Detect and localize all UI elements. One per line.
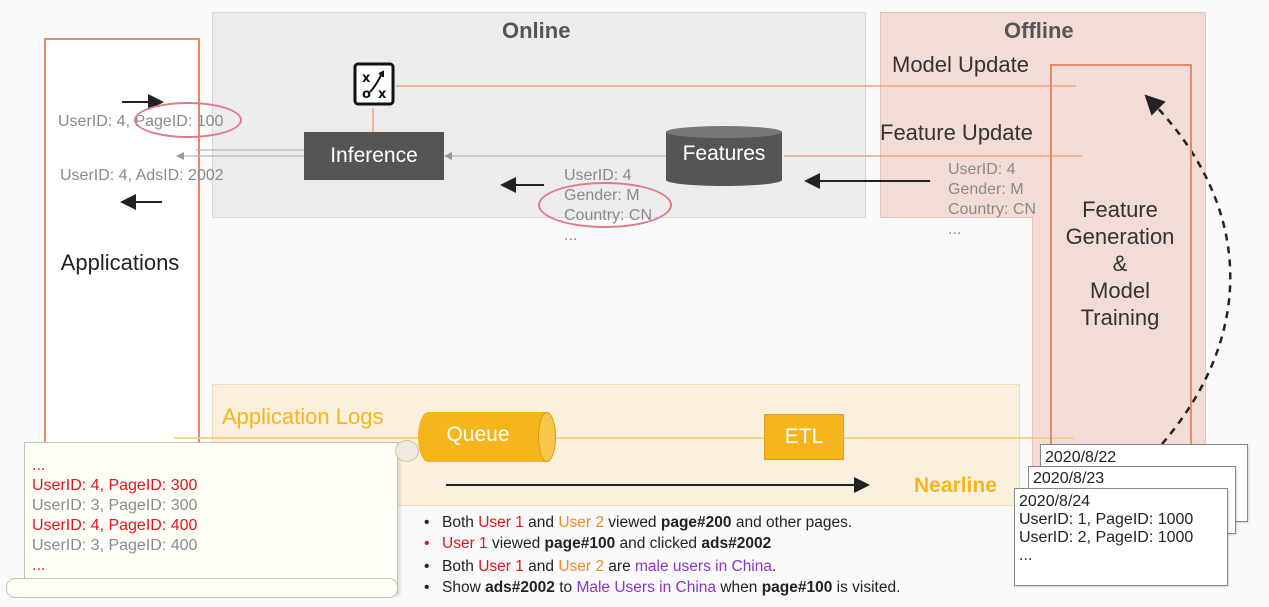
gender-country-highlight [538,182,672,228]
log-line: UserID: 3, PageID: 300 [32,497,198,514]
bullet-2: User 1 viewed page#100 and clicked ads#2… [424,533,900,554]
log-page-0824: 2020/8/24 UserID: 1, PageID: 1000 UserID… [1014,488,1228,586]
feature-update-label: Feature Update [880,120,1033,145]
inference-box: Inference [304,132,444,180]
bullet-4: Show ads#2002 to Male Users in China whe… [424,577,900,598]
pageid-highlight [134,102,242,138]
queue-label: Queue [446,423,510,446]
queue-cylinder: Queue [418,412,556,462]
log-line: ... [1019,547,1033,564]
offline-feature-values: UserID: 4 Gender: M Country: CN ... [948,161,1037,238]
etl-box: ETL [764,414,844,460]
features-label: Features [682,142,766,165]
bullet-3: Both User 1 and User 2 are male users in… [424,556,900,577]
svg-text:x: x [362,71,371,86]
applications-label: Applications [60,250,180,275]
log-line: UserID: 1, PageID: 1000 [1019,511,1194,528]
nearline-title: Nearline [914,474,997,497]
svg-text:o: o [362,87,371,102]
log-line: UserID: 2, PageID: 1000 [1019,529,1194,546]
training-label: Feature Generation & Model Training [1065,197,1175,330]
log-line: UserID: 3, PageID: 400 [32,537,198,554]
model-update-label: Model Update [892,52,1029,77]
log-line: UserID: 4, PageID: 300 [32,477,198,494]
strategy-board-icon: x o x [352,62,396,106]
scroll-curl-bottom [6,578,398,598]
insight-bullets: Both User 1 and User 2 viewed page#200 a… [424,512,900,598]
application-logs-title: Application Logs [222,404,384,429]
log-line: UserID: 4, PageID: 400 [32,517,198,534]
svg-text:x: x [378,87,387,102]
training-feedback-curve [1144,94,1232,445]
offline-title: Offline [1004,18,1074,43]
features-database: Features [666,126,782,186]
scroll-curl-top [395,440,419,462]
scroll-log-lines: ... UserID: 4, PageID: 300 UserID: 3, Pa… [32,456,197,576]
bullet-1: Both User 1 and User 2 viewed page#200 a… [424,512,900,533]
log-line: ... [32,457,46,474]
log-line: ... [32,557,46,574]
online-title: Online [502,18,571,43]
response-text: UserID: 4, AdsID: 2002 [60,167,224,184]
